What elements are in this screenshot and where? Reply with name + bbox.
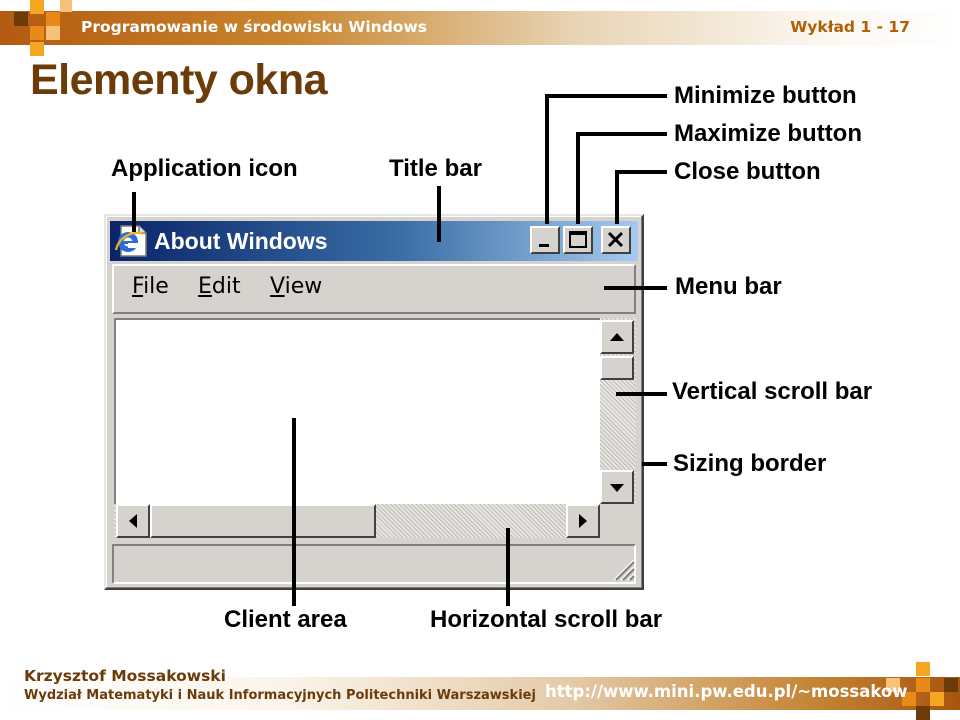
callout-line-title-bar [437, 186, 441, 242]
minimize-button[interactable] [530, 226, 560, 254]
callout-line-maximize-h [576, 132, 667, 136]
label-minimize-button: Minimize button [674, 82, 857, 109]
scroll-right-button[interactable] [566, 504, 600, 538]
faculty-name: Wydział Matematyki i Nauk Informacyjnych… [24, 688, 536, 703]
label-application-icon: Application icon [111, 155, 298, 182]
callout-line-horizontal-scroll [506, 528, 510, 606]
sizing-grip-icon[interactable] [608, 554, 636, 582]
callout-line-minimize-v [545, 94, 549, 224]
menu-item-view[interactable]: View [270, 274, 323, 299]
close-icon [607, 231, 624, 248]
vertical-scroll-thumb[interactable] [600, 356, 634, 380]
status-bar [112, 544, 636, 584]
author-name: Krzysztof Mossakowski [24, 667, 226, 685]
callout-line-menu-bar [604, 286, 667, 290]
callout-line-vertical-scroll [616, 392, 667, 396]
footer-band [0, 677, 960, 710]
arrow-left-icon [129, 514, 137, 528]
arrow-up-icon [610, 333, 624, 341]
callout-line-sizing-border [642, 462, 667, 466]
course-title: Programowanie w środowisku Windows [81, 18, 427, 36]
label-menu-bar: Menu bar [675, 273, 782, 300]
arrow-down-icon [610, 484, 624, 492]
window-title: About Windows [154, 228, 328, 254]
scroll-down-button[interactable] [600, 470, 634, 504]
maximize-button[interactable] [563, 226, 593, 254]
maximize-icon [569, 231, 587, 248]
lecture-number: Wykład 1 - 17 [790, 18, 910, 36]
scroll-left-button[interactable] [116, 504, 150, 538]
client-area[interactable] [114, 318, 600, 504]
scroll-up-button[interactable] [600, 320, 634, 354]
label-close-button: Close button [674, 158, 821, 185]
menu-bar [112, 264, 636, 314]
minimize-icon [539, 244, 549, 247]
label-sizing-border: Sizing border [673, 450, 827, 477]
callout-line-application-icon [132, 192, 136, 232]
callout-line-close-h [615, 170, 667, 174]
arrow-right-icon [579, 514, 587, 528]
callout-line-client-area [292, 418, 296, 606]
header-band [0, 11, 960, 45]
footer-url[interactable]: http://www.mini.pw.edu.pl/~mossakow [545, 682, 908, 701]
callout-line-maximize-v [576, 132, 580, 224]
horizontal-scroll-thumb[interactable] [150, 504, 376, 538]
label-client-area: Client area [224, 606, 347, 633]
scroll-corner [600, 504, 636, 538]
close-button[interactable] [601, 226, 631, 254]
label-horizontal-scroll-bar: Horizontal scroll bar [430, 606, 663, 633]
label-maximize-button: Maximize button [674, 120, 863, 147]
internet-explorer-icon[interactable] [113, 224, 149, 258]
callout-line-close-v [615, 170, 619, 224]
menu-item-file[interactable]: File [132, 274, 169, 299]
footer-decoration [884, 662, 960, 720]
slide-title: Elementy okna [30, 56, 328, 104]
callout-line-minimize-h [545, 94, 667, 98]
menu-item-edit[interactable]: Edit [198, 274, 241, 299]
label-vertical-scroll-bar: Vertical scroll bar [672, 378, 873, 405]
label-title-bar: Title bar [389, 155, 482, 182]
header-decoration [0, 0, 72, 56]
